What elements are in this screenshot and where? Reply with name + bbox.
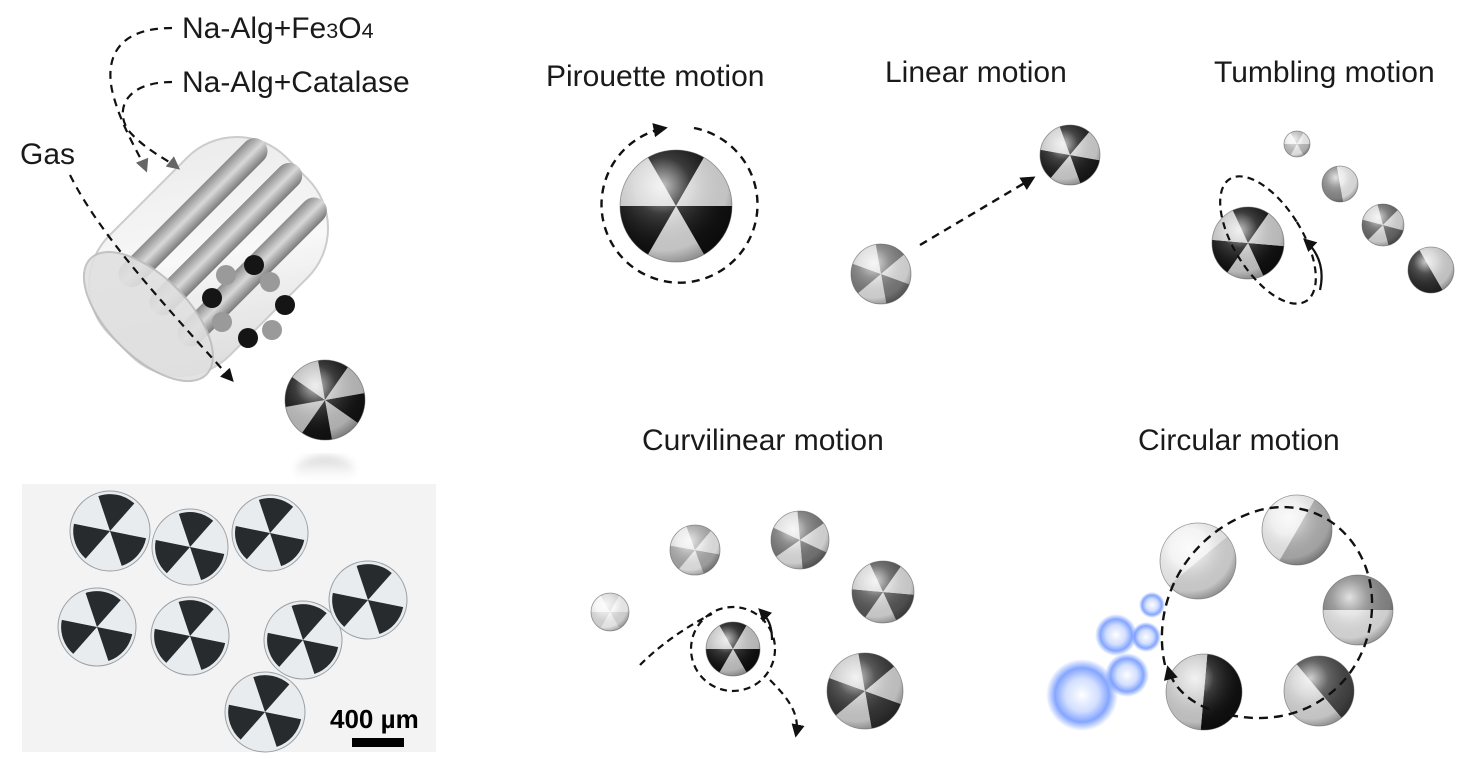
- microsphere: [1261, 494, 1333, 566]
- gas-label: Gas: [20, 138, 76, 171]
- microsphere: [1361, 203, 1405, 247]
- microsphere: [669, 524, 721, 576]
- microsphere: [1211, 206, 1285, 280]
- microsphere: [705, 621, 761, 677]
- microsphere: [851, 560, 915, 624]
- tumbling-illustration: [1211, 130, 1455, 305]
- micrograph-particle: [231, 494, 309, 572]
- micrograph-particle: [224, 671, 306, 753]
- microsphere: [1283, 655, 1355, 727]
- inlet-arrows: [69, 26, 234, 382]
- microfluidic-device: [82, 135, 330, 383]
- microsphere: [1165, 653, 1243, 731]
- microsphere: [619, 149, 733, 263]
- microsphere: [590, 592, 630, 632]
- microsphere: [770, 510, 830, 570]
- scale-bar: [352, 738, 404, 747]
- microsphere: [1407, 246, 1455, 294]
- microsphere: [826, 652, 904, 730]
- microsphere: [284, 359, 366, 441]
- micrograph-particle: [69, 490, 151, 572]
- micrograph-particle: [57, 587, 137, 667]
- microsphere: [1322, 574, 1394, 646]
- inlet-label-catalase: Na-Alg+Catalase: [182, 66, 410, 99]
- title-tumbling-motion: Tumbling motion: [1214, 56, 1435, 89]
- linear-illustration: [850, 124, 1101, 305]
- produced-microsphere: [284, 359, 366, 484]
- micrograph-particle: [150, 596, 230, 676]
- microsphere: [1283, 130, 1311, 158]
- gas-bubbles: [1046, 592, 1165, 731]
- curvilinear-illustration: [590, 510, 915, 738]
- microsphere: [1321, 165, 1359, 203]
- scale-bar-label: 400 µm: [330, 704, 419, 734]
- microscope-panel: [22, 484, 436, 753]
- micrograph-particle: [263, 600, 343, 680]
- circular-illustration: [1046, 494, 1394, 731]
- inlet-label-fe3o4: Na-Alg+Fe3O4: [182, 12, 374, 45]
- title-linear-motion: Linear motion: [885, 56, 1067, 89]
- micrograph-particle: [328, 560, 408, 640]
- micrograph-particle: [151, 508, 229, 586]
- title-curvilinear-motion: Curvilinear motion: [642, 424, 884, 457]
- pirouette-illustration: [600, 123, 759, 284]
- microsphere: [1159, 522, 1237, 600]
- microsphere: [850, 243, 912, 305]
- title-circular-motion: Circular motion: [1138, 424, 1340, 457]
- title-pirouette-motion: Pirouette motion: [546, 60, 765, 93]
- microsphere: [1039, 124, 1101, 186]
- capillary-tips: [202, 255, 295, 348]
